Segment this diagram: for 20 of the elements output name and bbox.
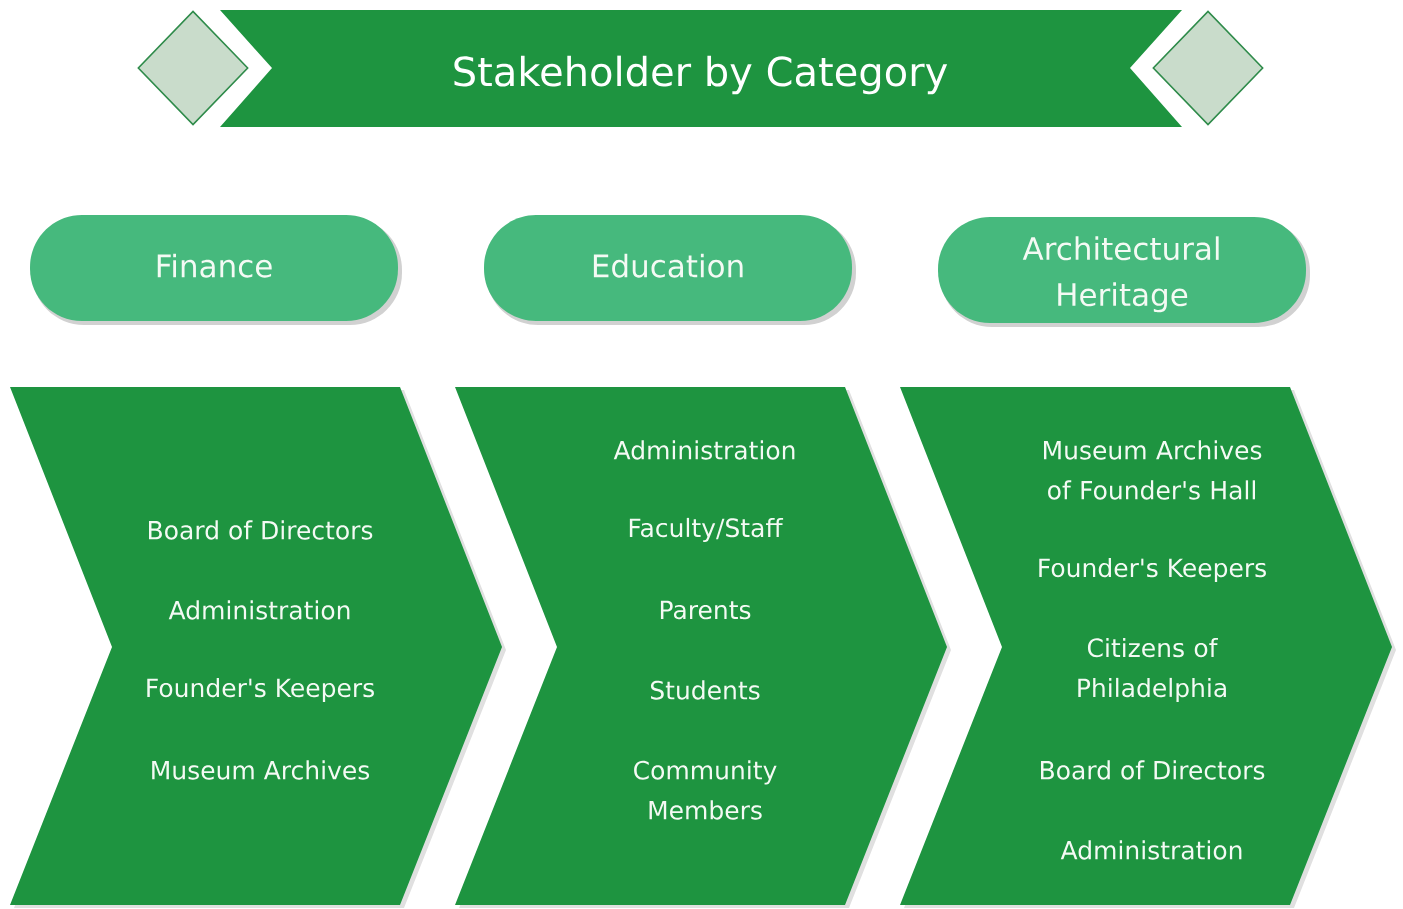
category-pill: Education [484, 215, 856, 325]
title-banner: Stakeholder by Category [220, 10, 1182, 127]
list-item: Community Members [634, 760, 777, 820]
list-item: Parents [660, 600, 751, 620]
list-item: Students [650, 680, 760, 700]
list-item: Museum Archives of Founder's Hall [1044, 440, 1262, 500]
list-item: Board of Directors [149, 520, 373, 540]
list-item: Founder's Keepers [147, 677, 374, 703]
category-pill: Finance [30, 215, 402, 325]
category-pill: Architectural Heritage [938, 217, 1310, 327]
diamond-ornament [1152, 10, 1264, 126]
list-item: Museum Archives [152, 760, 370, 780]
list-item: Board of Directors [1041, 760, 1265, 780]
list-item: Faculty/Staff [629, 517, 784, 543]
list-item: Founder's Keepers [1039, 557, 1266, 583]
list-item: Administration [168, 600, 350, 620]
diamond-ornament [137, 10, 249, 126]
list-item: Citizens of Philadelphia [1078, 637, 1226, 703]
list-item: Administration [613, 440, 795, 460]
list-item: Administration [1060, 840, 1242, 860]
